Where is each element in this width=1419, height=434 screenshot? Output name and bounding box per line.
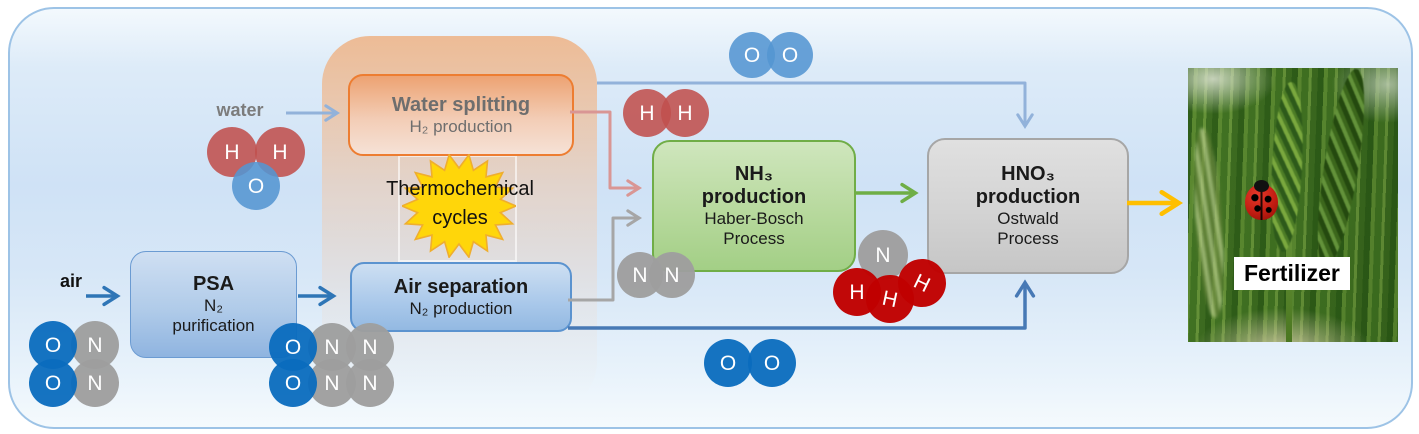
atom-letter: N [664,263,680,287]
water-oxygen-atom: O [232,162,280,210]
atom-letter: H [849,280,865,304]
psa-line3: purification [172,316,255,335]
starburst-line1: Thermochemical [386,178,534,200]
air-separation-subtitle: N₂ production [409,298,513,318]
water-splitting-title: Water splitting [391,93,531,116]
hno3-line2: production [975,186,1081,208]
nh3-production-box: NH₃ production Haber-Bosch Process [652,140,856,272]
wheat-ear-main [1267,81,1307,253]
atom-letter: H [272,140,288,164]
water-hydrogen-atom-1: H [207,127,257,177]
atom-letter: H [677,101,693,125]
atom-letter: H [224,140,240,164]
fertilizer-caption: Fertilizer [1234,257,1350,290]
ladybug [1245,180,1278,220]
psa-line2: N₂ [204,296,223,315]
atom-letter: N [875,243,891,267]
nh3-line4: Process [723,229,785,248]
starburst-line2: cycles [432,207,488,229]
hno3-line3: Ostwald [997,209,1059,228]
atom-letter: N [362,371,378,395]
atom-letter: O [284,335,302,359]
atom-letter: H [880,286,900,312]
psa-title: PSA [192,273,235,295]
psa-oxygen-atom-2: O [269,359,317,407]
hno3-line4: Process [997,229,1059,248]
fertilizer-photo: Fertilizer [1188,68,1398,342]
air-oxygen-atom-2: O [29,359,77,407]
n2-nitrogen-atom-2: N [649,252,695,298]
hno3-line1: HNO₃ [1001,163,1055,185]
atom-letter: H [910,269,934,297]
atom-letter: O [719,351,737,375]
atom-letter: N [362,335,378,359]
ladybug-head [1254,180,1269,192]
atom-letter: O [763,351,781,375]
water-splitting-box: Water splitting H₂ production [348,74,574,156]
hno3-production-box: HNO₃ production Ostwald Process [927,138,1129,274]
nh3-line3: Haber-Bosch [704,209,804,228]
atom-letter: N [324,371,340,395]
air-separation-title: Air separation [393,275,529,298]
o2-bottom-oxygen-atom-1: O [704,339,752,387]
air-label: air [59,271,83,291]
atom-letter: O [247,174,265,198]
psa-oxygen-atom-1: O [269,323,317,371]
wheat-ear-left [1189,127,1229,319]
air-separation-box: Air separation N₂ production [350,262,572,332]
atom-letter: H [639,101,655,125]
water-label: water [216,100,264,120]
atom-letter: N [87,371,103,395]
water-splitting-subtitle: H₂ production [409,116,513,136]
nh3-line2: production [701,186,807,208]
psa-box: PSA N₂ purification [130,251,297,358]
atom-letter: N [324,335,340,359]
faint-rectangle [398,155,517,262]
wheat-ear-right [1308,68,1374,270]
atom-letter: O [44,333,62,357]
atom-letter: O [284,371,302,395]
atom-letter: O [781,43,799,67]
nh3-line1: NH₃ [734,163,774,185]
o2-top-oxygen-atom-2: O [767,32,813,78]
h2-hydrogen-atom-2: H [661,89,709,137]
atom-letter: N [632,263,648,287]
atom-letter: O [44,371,62,395]
psa-nitrogen-atom-4: N [346,359,394,407]
atom-letter: O [743,43,761,67]
o2-bottom-oxygen-atom-2: O [748,339,796,387]
air-nitrogen-atom-2: N [71,359,119,407]
thermochemical-starburst [402,154,516,258]
atom-letter: N [87,333,103,357]
